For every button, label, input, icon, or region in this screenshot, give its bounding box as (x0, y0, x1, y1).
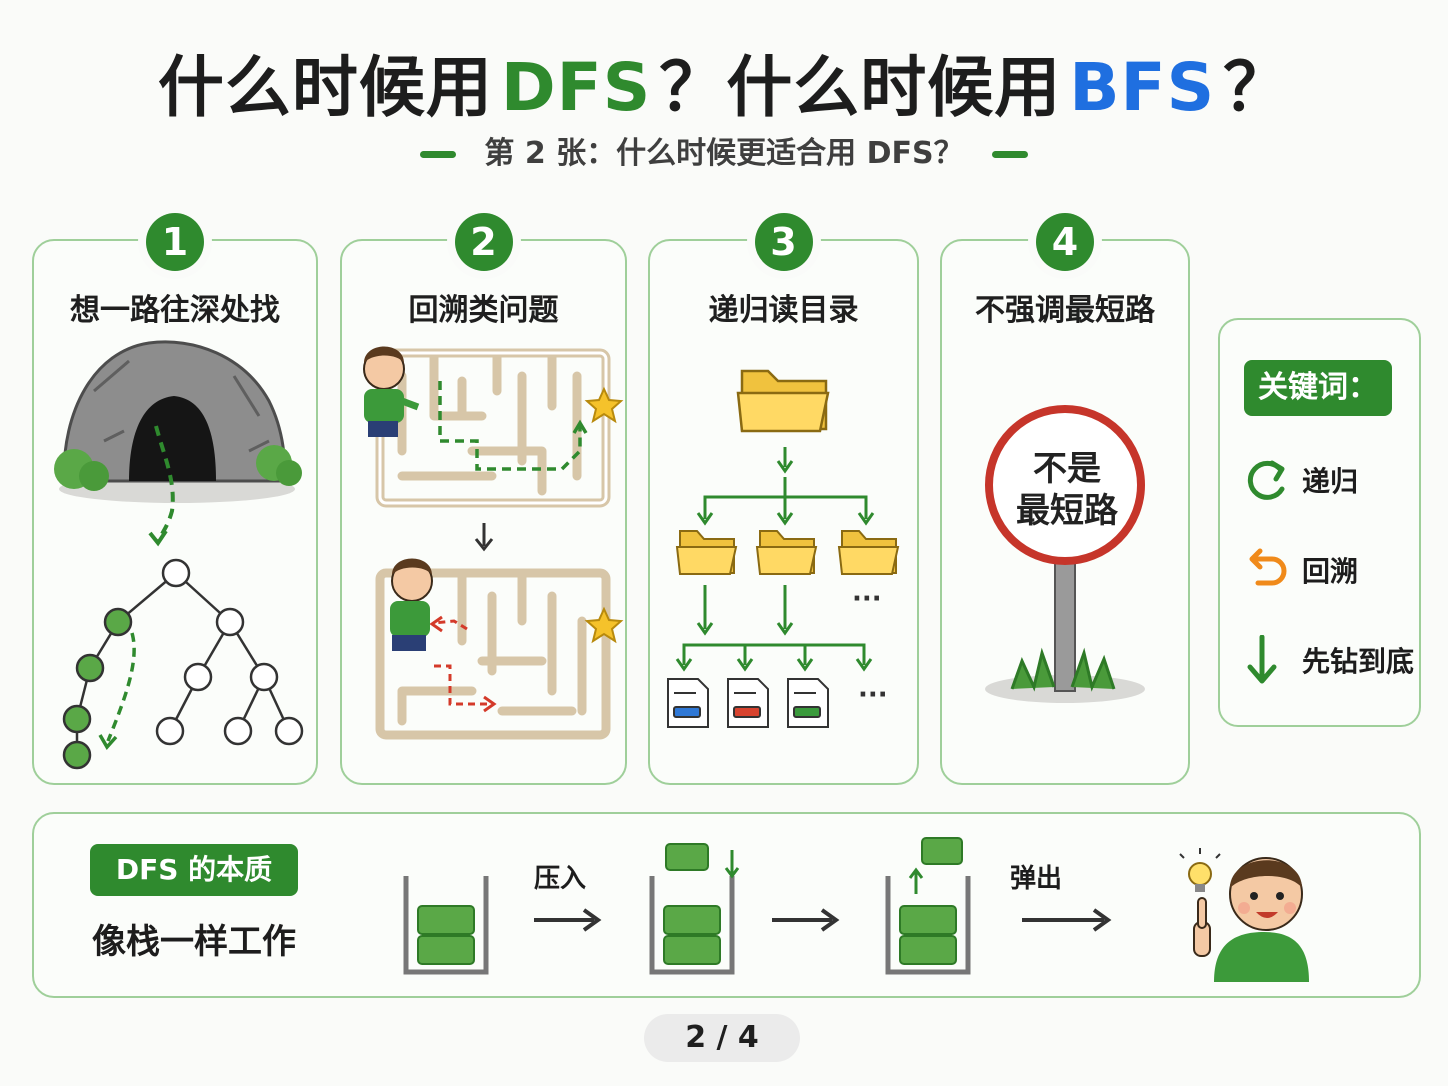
card-title: 想一路往深处找 (70, 293, 280, 328)
keywords-badge: 关键词： (1244, 360, 1392, 416)
stack-icon (885, 837, 971, 975)
stack-icon (649, 843, 740, 975)
keyword-backtrack: 回溯 (1242, 545, 1358, 595)
cave-tree-illustration (54, 340, 304, 770)
folder-icon (755, 530, 818, 575)
folder-icon (675, 530, 738, 575)
subtitle-dash-right (991, 151, 1028, 158)
card-title: 不强调最短路 (975, 293, 1155, 328)
undo-arrow-icon (1249, 548, 1287, 586)
title-dfs: DFS (500, 49, 652, 126)
file-icon (787, 678, 829, 728)
card-title: 回溯类问题 (408, 293, 559, 328)
refresh-icon (1247, 460, 1285, 500)
folder-tree-illustration: ··· ··· (667, 369, 900, 728)
pop-label: 弹出 (1010, 864, 1063, 894)
step-number: 1 (146, 213, 204, 271)
star-icon (584, 606, 624, 644)
keyword-label: 先钻到底 (1302, 645, 1415, 678)
kid-idea-icon (1179, 848, 1309, 982)
step-number: 2 (454, 213, 513, 271)
kid-icon (390, 558, 433, 651)
maze-illustration (363, 346, 624, 740)
sign-text-line2: 最短路 (1016, 491, 1118, 531)
keyword-dig-deep: 先钻到底 (1242, 635, 1414, 685)
card-recursive-dir: ··· ··· 3 递归读目录 (648, 213, 919, 785)
tree-nodes (62, 558, 304, 770)
push-label: 压入 (534, 864, 587, 894)
sign-text-line1: 不是 (1033, 449, 1101, 489)
card-title: 递归读目录 (708, 293, 859, 328)
file-icon (727, 678, 769, 728)
svg-text:···: ··· (858, 680, 888, 710)
page-indicator: 2 / 4 (644, 1014, 800, 1062)
step-number: 3 (754, 213, 813, 271)
star-icon (584, 386, 624, 424)
step-number: 4 (1036, 213, 1094, 271)
title-part3: ？ (1223, 49, 1291, 126)
title-part1: 什么时候用 (157, 49, 493, 126)
folder-icon (837, 530, 900, 575)
keyword-label: 递归 (1302, 465, 1359, 498)
subtitle-dash-left (420, 151, 457, 158)
subtitle-text: 第 2 张：什么时候更适合用 DFS？ (484, 136, 964, 171)
card-backtracking: 2 回溯类问题 (340, 213, 627, 785)
file-icon (667, 678, 709, 728)
keyword-recursion: 递归 (1242, 455, 1358, 505)
maze-top (375, 348, 611, 508)
stack-icon (403, 876, 489, 975)
stack-illustration (403, 837, 1309, 982)
keywords-card: 关键词： 递归 回溯 先钻到底 (1218, 318, 1421, 727)
card-not-shortest: 不是 最短路 4 不强调最短路 (940, 213, 1190, 785)
essence-badge: DFS 的本质 (90, 844, 298, 896)
maze-bottom (375, 568, 611, 740)
arrow-down-icon (1247, 635, 1277, 684)
essence-text: 像栈一样工作 (92, 922, 296, 962)
road-sign-illustration (985, 405, 1145, 703)
card-deep-search: 1 想一路往深处找 (32, 213, 318, 785)
folder-icon (736, 369, 830, 433)
title-part2: ？什么时候用 (659, 49, 1062, 126)
cave-icon (54, 340, 302, 547)
svg-text:···: ··· (852, 584, 882, 614)
title-bfs: BFS (1069, 49, 1216, 126)
kid-icon (363, 346, 420, 437)
page-subtitle: 第 2 张：什么时候更适合用 DFS？ (0, 128, 1448, 172)
keyword-label: 回溯 (1302, 555, 1359, 588)
essence-panel: DFS 的本质 像栈一样工作 (32, 812, 1421, 998)
